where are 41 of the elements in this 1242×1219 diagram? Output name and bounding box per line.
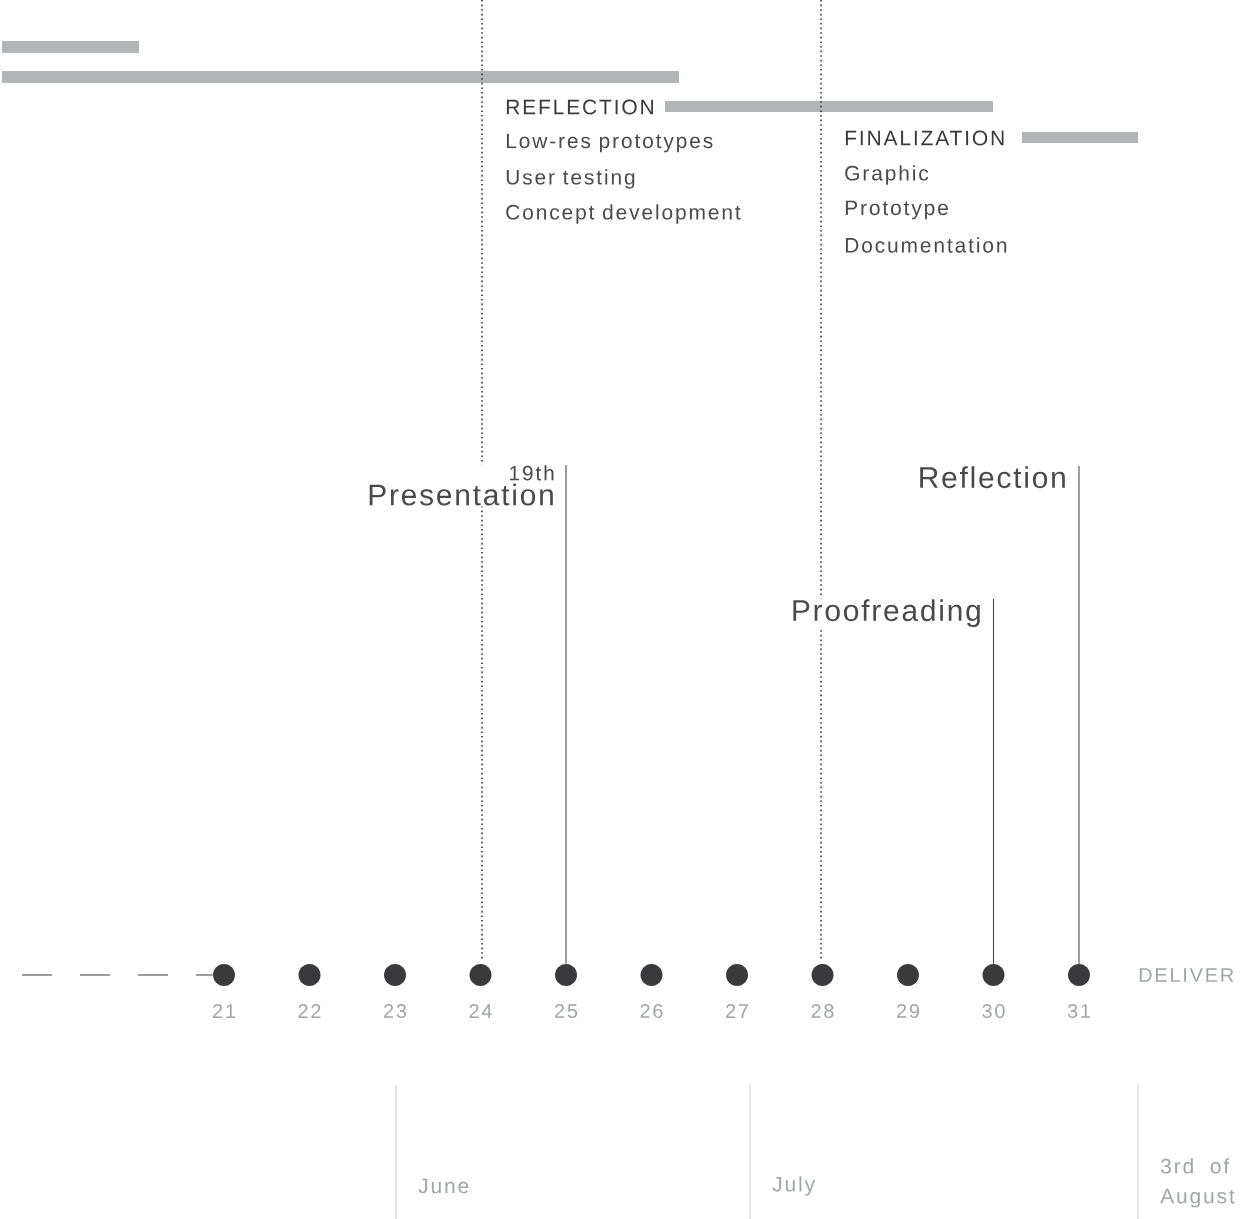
week-number: 21 [213,1004,235,1018]
phase-heading: REFLECTION [506,99,653,115]
timeline-dot [298,964,321,986]
month-label: June [418,1178,469,1194]
task-text: Documentation [845,237,1007,253]
timeline-dot [469,964,492,986]
timeline-dot [897,964,919,986]
task-text: Concept development [506,204,741,224]
leader-line [1078,465,1080,965]
week-number: 24 [469,1004,492,1018]
week-number: 23 [384,1003,407,1019]
phase-heading: FINALIZATION [845,130,1004,146]
timeline-dot [555,964,577,986]
week-number: 29 [897,1003,919,1019]
task-text: Graphic [845,165,929,185]
week-number: 31 [1067,1003,1090,1019]
deliver-label: DELIVER [1139,968,1234,982]
task-text: User testing [506,169,635,189]
timeline-dot [384,964,406,986]
milestone-label: 19th Presentation [366,464,556,507]
month-label: 3rd of August [1160,1158,1235,1208]
leader-line [993,598,994,965]
dashed-line [21,974,214,976]
milestone-label: Reflection [916,465,1068,490]
week-number: 30 [982,1003,1005,1019]
week-number: 26 [640,1003,663,1019]
week-number: 25 [555,1003,578,1019]
week-number: 28 [811,1003,834,1019]
month-label: July [772,1176,815,1196]
task-text: Low-res prototypes [506,133,713,153]
timeline-dot [213,964,235,986]
week-number: 27 [726,1004,748,1018]
timeline-dot [811,964,834,986]
milestone-label: Proofreading [789,598,983,629]
week-number: 22 [298,1004,321,1018]
timeline-dot [640,964,663,986]
leader-line [565,464,567,965]
timeline-dot [982,964,1005,986]
timeline-dot [726,964,748,986]
timeline-dot [1068,964,1090,986]
task-text: Prototype [845,200,948,220]
